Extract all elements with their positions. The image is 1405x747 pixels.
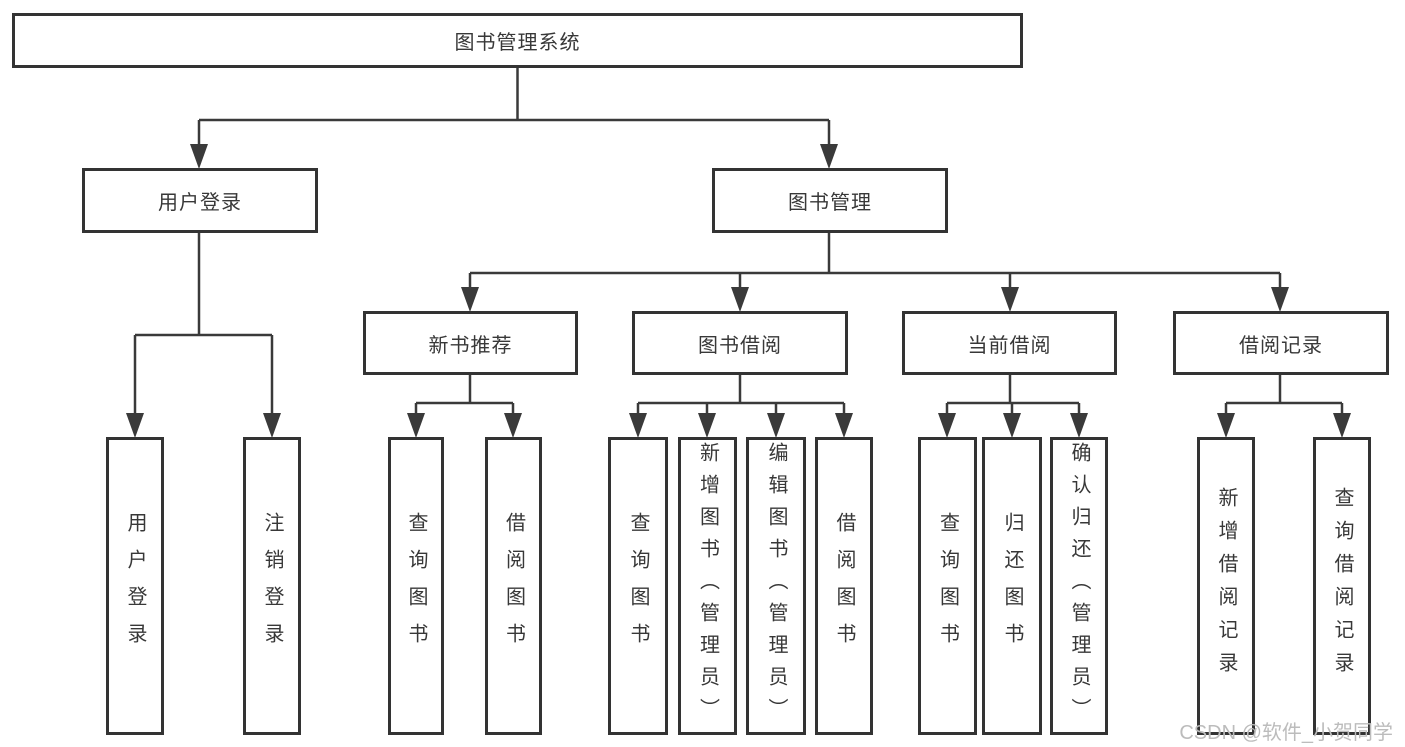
arrowheads [126,144,1351,438]
node-current-return: 归还图书 [982,437,1042,735]
node-borrow-add-admin: 新增图书（管理员） [678,437,737,735]
node-record-add: 新增借阅记录 [1197,437,1255,735]
node-borrow-borrow: 借阅图书 [815,437,873,735]
node-borrow-query: 查询图书 [608,437,668,735]
node-book-borrowing: 图书借阅 [632,311,848,375]
watermark: CSDN @软件_小贺同学 [1179,722,1393,744]
node-current-confirm-admin: 确认归还（管理员） [1050,437,1108,735]
node-user-login: 用户登录 [82,168,318,233]
node-book-management: 图书管理 [712,168,948,233]
node-current-borrowing: 当前借阅 [902,311,1117,375]
node-login: 用户登录 [106,437,164,735]
node-record-query: 查询借阅记录 [1313,437,1371,735]
node-borrow-records: 借阅记录 [1173,311,1389,375]
node-borrow-edit-admin: 编辑图书（管理员） [746,437,806,735]
node-current-query: 查询图书 [918,437,977,735]
node-logout: 注销登录 [243,437,301,735]
node-new-book-borrow: 借阅图书 [485,437,542,735]
node-root: 图书管理系统 [12,13,1023,68]
node-new-book-recommend: 新书推荐 [363,311,578,375]
node-new-book-query: 查询图书 [388,437,444,735]
